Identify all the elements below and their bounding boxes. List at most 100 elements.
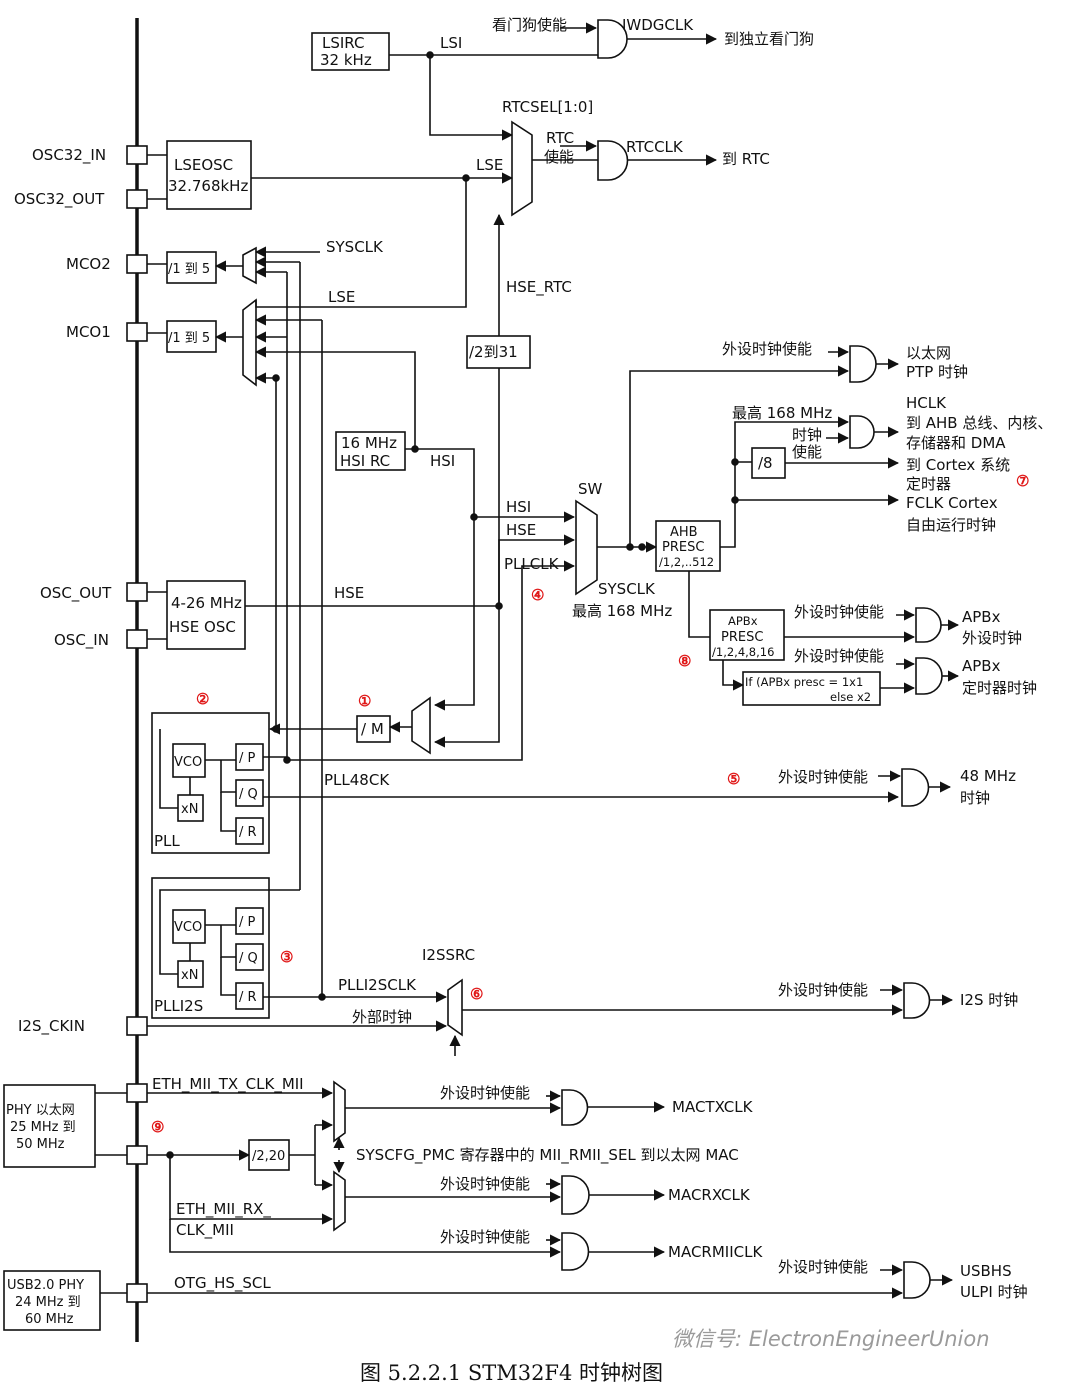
marker-9: ⑨ xyxy=(151,1118,164,1136)
rtcsel-label: RTCSEL[1:0] xyxy=(502,98,593,116)
pin-osc-in xyxy=(126,629,148,649)
syscfg-label: SYSCFG_PMC 寄存器中的 MII_RMII_SEL 到以太网 MAC xyxy=(356,1146,739,1165)
rtc-div-label: /2到31 xyxy=(469,343,518,361)
eth-div-label: /2,20 xyxy=(252,1149,285,1164)
pin-osc-out xyxy=(126,582,148,602)
mco1-mux xyxy=(242,298,257,387)
lseosc-freq: 32.768kHz xyxy=(168,177,248,195)
ext-clk-label: 外部时钟 xyxy=(352,1008,412,1026)
pin-osc32-in xyxy=(126,145,148,165)
pll-q-label: / Q xyxy=(239,787,258,802)
iwdg-en-label: 看门狗使能 xyxy=(492,16,567,34)
apb-timer-line1: If (APBx presc = 1x1 xyxy=(745,675,863,689)
eth-rx-mux xyxy=(333,1170,346,1232)
pin-i2s-ckin-label: I2S_CKIN xyxy=(18,1017,85,1036)
pll-block xyxy=(151,712,270,854)
pll-name: PLL xyxy=(154,832,180,850)
plli2s-q-divider xyxy=(235,943,264,971)
pin-mco1-label: MCO1 xyxy=(66,323,111,341)
otg-label: OTG_HS_SCL xyxy=(174,1274,271,1293)
eth-tx-label: ETH_MII_TX_CLK_MII xyxy=(152,1075,304,1094)
pin-mco2-label: MCO2 xyxy=(66,255,111,273)
pin-osc-in-label: OSC_IN xyxy=(54,631,109,650)
eth-tx-mux xyxy=(333,1080,346,1143)
clk48-and-gate xyxy=(901,768,930,807)
phy-eth-line2: 25 MHz 到 xyxy=(10,1120,76,1135)
pin-mco2 xyxy=(126,254,148,274)
usb-en-label: 外设时钟使能 xyxy=(778,1258,868,1276)
hclk-dest3: 存储器和 DMA xyxy=(906,434,1006,452)
lsi-label: LSI xyxy=(440,34,462,52)
hclk-and-gate xyxy=(849,415,875,449)
plli2s-r-label: / R xyxy=(239,990,257,1005)
plli2s-p-label: / P xyxy=(239,915,256,930)
mactx-label: MACTXCLK xyxy=(672,1098,754,1116)
hclk-max-label: 最高 168 MHz xyxy=(732,404,832,422)
iwdg-dest: 到独立看门狗 xyxy=(724,30,814,48)
lse-label: LSE xyxy=(476,156,503,174)
hsi-sw-label: HSI xyxy=(506,498,531,516)
plli2s-vco-label: VCO xyxy=(174,920,202,935)
apb-dest2: 外设时钟 xyxy=(962,629,1022,647)
apb-en-label: 外设时钟使能 xyxy=(794,603,884,621)
hclk-en-label1: 时钟 xyxy=(792,426,822,444)
clk48-en-label: 外设时钟使能 xyxy=(778,768,868,786)
i2ssrc-label: I2SSRC xyxy=(422,946,475,964)
mactx-and-gate xyxy=(561,1089,589,1126)
i2s-en-label: 外设时钟使能 xyxy=(778,981,868,999)
sw-mux xyxy=(575,499,598,596)
phy-eth-line1: PHY 以太网 xyxy=(6,1103,75,1118)
usb-and-gate xyxy=(903,1261,931,1299)
marker-5: ⑤ xyxy=(727,770,740,788)
ahb-label: AHB xyxy=(670,525,698,540)
hsirc-label: HSI RC xyxy=(340,452,390,470)
macrmii-and-gate xyxy=(561,1232,590,1271)
phy-usb-block xyxy=(3,1270,101,1331)
lseosc-label: LSEOSC xyxy=(174,156,233,174)
ptp-dest2: PTP 时钟 xyxy=(906,363,968,381)
pin-mco1 xyxy=(126,322,148,342)
hseosc-freq: 4-26 MHz xyxy=(171,594,242,612)
apb-dest1: APBx xyxy=(962,608,1001,626)
sysclk-mco-label: SYSCLK xyxy=(326,238,384,256)
pll-p-label: / P xyxy=(239,751,256,766)
apbt-dest2: 定时器时钟 xyxy=(962,679,1037,697)
lseosc-block xyxy=(166,140,252,210)
pll48ck-label: PLL48CK xyxy=(324,771,390,789)
hclk-dest2: 到 AHB 总线、内核、 xyxy=(906,414,1052,432)
pll-r-divider xyxy=(235,817,264,845)
pin-eth-tx xyxy=(126,1083,148,1103)
hse-osc-block xyxy=(166,580,246,650)
hseosc-label: HSE OSC xyxy=(169,618,236,636)
ahb-range: /1,2,..512 xyxy=(659,555,714,569)
cortex-dest1: 到 Cortex 系统 xyxy=(906,456,1010,474)
ptp-and-gate xyxy=(849,345,877,383)
mco2-div-label: /1 到 5 xyxy=(168,262,210,277)
pin-osc32-out-label: OSC32_OUT xyxy=(14,190,105,209)
marker-6: ⑥ xyxy=(470,985,483,1003)
i2s-dest: I2S 时钟 xyxy=(960,991,1018,1009)
marker-7: ⑦ xyxy=(1016,472,1029,490)
fclk-dest2: 自由运行时钟 xyxy=(906,516,996,534)
clk48-dest1: 48 MHz xyxy=(960,767,1016,785)
iwdgclk-label: IWDGCLK xyxy=(622,16,694,34)
marker-8: ⑧ xyxy=(678,652,691,670)
apbt-and-gate xyxy=(915,657,943,695)
pll-r-label: / R xyxy=(239,825,257,840)
apb-presc-label: PRESC xyxy=(721,630,763,645)
sysclk-max-label: 最高 168 MHz xyxy=(572,602,672,620)
pll-q-divider xyxy=(235,779,264,807)
marker-4: ④ xyxy=(531,586,544,604)
plli2s-q-label: / Q xyxy=(239,951,258,966)
hsi-rc-block xyxy=(335,431,406,471)
plli2s-xn-label: xN xyxy=(181,968,198,983)
pin-eth-rx xyxy=(126,1145,148,1165)
macrmii-en-label: 外设时钟使能 xyxy=(440,1228,530,1246)
apbt-dest1: APBx xyxy=(962,657,1001,675)
mactx-en-label: 外设时钟使能 xyxy=(440,1084,530,1102)
cortex-div-label: /8 xyxy=(758,454,773,472)
fclk-dest1: FCLK Cortex xyxy=(906,494,998,512)
phy-ethernet-block xyxy=(3,1084,96,1168)
pin-usb xyxy=(126,1283,148,1303)
